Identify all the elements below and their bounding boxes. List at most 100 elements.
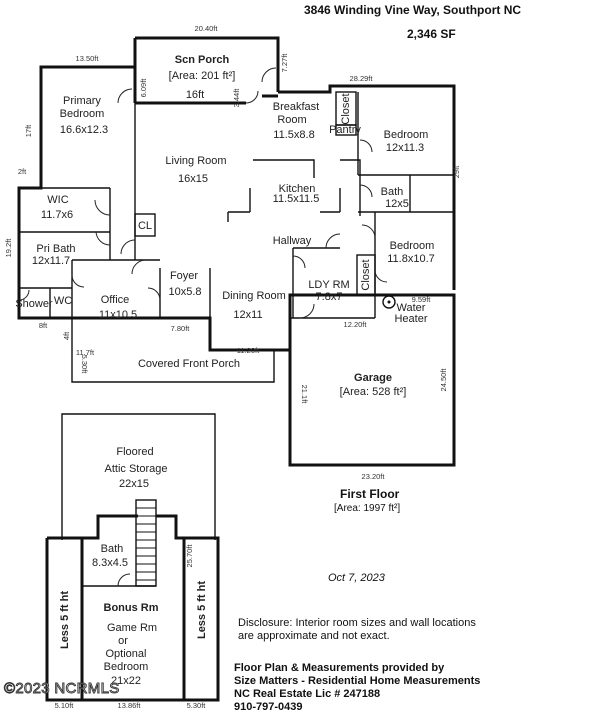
bonus-rm-line4: Bedroom xyxy=(104,661,149,673)
hallway-label: Hallway xyxy=(273,235,312,247)
dining-room-label: Dining Room xyxy=(222,290,286,302)
credits-line-2: Size Matters - Residential Home Measurem… xyxy=(234,675,481,687)
dim-top-left: 13.50ft xyxy=(76,54,100,63)
ldy-rm-size: 7.8x7 xyxy=(316,291,343,303)
attic-size: 22x15 xyxy=(119,478,149,490)
credits-block: Floor Plan & Measurements provided by Si… xyxy=(234,662,480,714)
bonus-dimension-labels: 25.70ft 5.10ft 13.86ft 5.30ft xyxy=(55,544,207,710)
bedroom-1-label: Bedroom xyxy=(384,129,429,141)
dim-bottom-8: 8ft xyxy=(39,321,48,330)
dim-left-4: 4ft xyxy=(62,331,71,340)
dim-left-17: 17ft xyxy=(24,124,33,137)
disclosure-text: Disclosure: Interior room sizes and wall… xyxy=(238,617,476,643)
credits-line-3: NC Real Estate Lic # 247188 xyxy=(234,688,381,700)
dim-bonus-b2: 13.86ft xyxy=(118,701,142,710)
bonus-rm-line2: or xyxy=(118,635,128,647)
ldy-rm-label: LDY RM xyxy=(308,279,349,291)
pri-bath-label: Pri Bath xyxy=(36,243,75,255)
attic-line1: Floored xyxy=(116,446,153,458)
wic-label: WIC xyxy=(47,194,68,206)
bonus-rm-line3: Optional xyxy=(106,648,147,660)
breakfast-line1: Breakfast xyxy=(273,101,319,113)
dim-garage-24: 24.50ft xyxy=(439,368,448,392)
dim-7-80: 7.80ft xyxy=(171,324,191,333)
scn-porch-label: Scn Porch xyxy=(175,54,230,66)
office-label: Office xyxy=(101,294,130,306)
dim-11-20: 11.20ft xyxy=(237,346,260,355)
breakfast-line2: Room xyxy=(277,114,306,126)
dimension-labels: 20.40ft 13.50ft 28.29ft 17ft 7.27ft 6.09… xyxy=(4,24,461,481)
bonus-bath-label: Bath xyxy=(101,543,124,555)
kitchen-size: 11.5x11.5 xyxy=(273,193,320,205)
water-heater-line2: Heater xyxy=(394,313,427,325)
less-5ft-right: Less 5 ft ht xyxy=(196,581,208,639)
garage-label: Garage xyxy=(354,372,392,384)
dim-bonus-25: 25.70ft xyxy=(185,544,194,568)
cl-label: CL xyxy=(138,220,152,232)
bonus-bath-size: 8.3x4.5 xyxy=(92,557,128,569)
credits-line-4: 910-797-0439 xyxy=(234,701,303,713)
primary-bedroom-size: 16.6x12.3 xyxy=(60,124,108,136)
bedroom-1-size: 12x11.3 xyxy=(386,142,424,154)
watermark: ©2023 NCRMLS xyxy=(4,680,120,698)
primary-bedroom-line2: Bedroom xyxy=(60,108,105,120)
closet-upper-label: Closet xyxy=(340,93,352,124)
bedroom-2-size: 11.8x10.7 xyxy=(387,253,435,265)
bonus-rm-line5: 21x22 xyxy=(111,675,141,687)
office-size: 11x10.5 xyxy=(99,309,137,321)
foyer-label: Foyer xyxy=(170,270,198,282)
bonus-floor-walls xyxy=(45,413,220,702)
disclosure-line-2: are approximate and not exact. xyxy=(238,630,390,642)
less-5ft-left: Less 5 ft ht xyxy=(59,591,71,649)
kitchen-label: Kitchen xyxy=(279,183,316,195)
water-heater-line1: Water xyxy=(397,302,426,314)
wic-size: 11.7x6 xyxy=(41,209,73,221)
pri-bath-size: 12x11.7 xyxy=(32,255,70,267)
attic-line2: Attic Storage xyxy=(105,463,168,475)
covered-porch-label: Covered Front Porch xyxy=(138,358,240,370)
primary-bedroom-line1: Primary xyxy=(63,95,101,107)
living-room-size: 16x15 xyxy=(178,173,208,185)
dining-room-size: 12x11 xyxy=(233,309,262,321)
dim-bonus-b1: 5.10ft xyxy=(55,701,75,710)
dim-porch-7: 7.27ft xyxy=(280,53,289,73)
dim-wh-9-59: 9.59ft xyxy=(412,295,432,304)
scn-porch-dim: 16ft xyxy=(186,89,204,101)
wc-label: WC xyxy=(54,295,72,307)
dim-5-30: 5.30ft xyxy=(80,355,89,375)
foyer-size: 10x5.8 xyxy=(168,286,201,298)
bath-label: Bath xyxy=(381,186,404,198)
pantry-label: Pantry xyxy=(329,124,361,136)
bonus-rm-line1: Game Rm xyxy=(107,622,157,634)
dim-top-porch: 20.40ft xyxy=(195,24,219,33)
living-room-label: Living Room xyxy=(165,155,226,167)
first-floor-area: [Area: 1997 ft²] xyxy=(334,503,401,514)
credits-line-1: Floor Plan & Measurements provided by xyxy=(234,662,445,674)
property-square-feet: 2,346 SF xyxy=(407,27,456,41)
dim-bonus-b3: 5.30ft xyxy=(187,701,207,710)
breakfast-size: 11.5x8.8 xyxy=(273,129,314,141)
bath-size: 12x5 xyxy=(385,198,409,210)
dim-porch-side: 6.09ft xyxy=(139,78,148,98)
door-swings xyxy=(18,67,388,319)
first-floor-title: First Floor xyxy=(340,487,400,501)
dim-tiny-2: 2ft xyxy=(18,167,27,176)
dim-12-20: 12.20ft xyxy=(344,320,368,329)
shower-label: Shower xyxy=(15,298,53,310)
bedroom-2-label: Bedroom xyxy=(390,240,435,252)
first-floor-walls xyxy=(17,36,456,467)
plan-date: Oct 7, 2023 xyxy=(328,572,385,584)
dim-garage-23: 23.20ft xyxy=(362,472,386,481)
property-address: 3846 Winding Vine Way, Southport NC xyxy=(304,3,522,17)
dim-left-19: 19.2ft xyxy=(4,238,13,258)
dim-garage-21: 21.1ft xyxy=(300,385,309,405)
bonus-rm-label: Bonus Rm xyxy=(104,602,159,614)
closet-lower-label: Closet xyxy=(360,259,372,290)
garage-area: [Area: 528 ft²] xyxy=(340,386,407,398)
dim-11-7: 11.7ft xyxy=(76,348,95,357)
scn-porch-area: [Area: 201 ft²] xyxy=(169,70,236,82)
dim-porch-small: 3.44ft xyxy=(232,88,241,108)
dim-right-29: 29ft xyxy=(452,165,461,178)
dim-right-top: 28.29ft xyxy=(350,74,374,83)
